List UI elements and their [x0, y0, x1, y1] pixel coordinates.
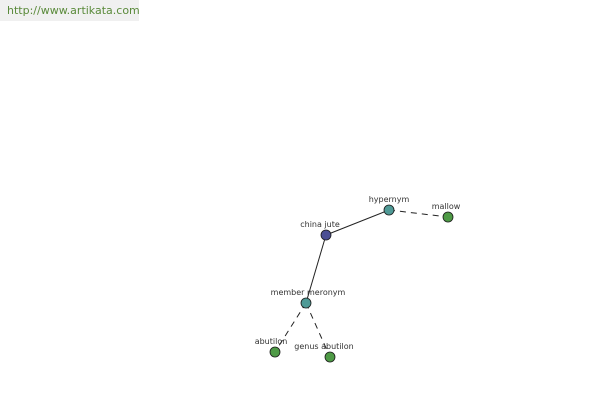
edge-member-meronym-to-abutilon	[274, 302, 307, 353]
node-china-jute[interactable]: china jute	[300, 220, 340, 241]
watermark-url[interactable]: http://www.artikata.com	[0, 0, 140, 21]
node-label-abutilon[interactable]: abutilon	[255, 337, 288, 346]
node-hypernym[interactable]: hypernym	[369, 195, 410, 216]
edge-china-jute-to-hypernym	[325, 209, 390, 236]
node-member-meronym[interactable]: member meronym	[271, 288, 346, 309]
node-dot-hypernym[interactable]	[383, 204, 395, 216]
edge-member-meronym-to-genus-abutilon	[305, 302, 331, 358]
node-abutilon[interactable]: abutilon	[255, 337, 288, 358]
node-dot-genus-abutilon[interactable]	[324, 351, 336, 363]
node-label-mallow[interactable]: mallow	[432, 202, 461, 211]
node-dot-china-jute[interactable]	[320, 229, 332, 241]
node-genus-abutilon[interactable]: genus abutilon	[294, 342, 354, 363]
node-label-china-jute[interactable]: china jute	[300, 220, 340, 229]
node-dot-mallow[interactable]	[442, 211, 454, 223]
node-mallow[interactable]: mallow	[432, 202, 461, 223]
node-label-hypernym[interactable]: hypernym	[369, 195, 410, 204]
node-label-genus-abutilon[interactable]: genus abutilon	[294, 342, 353, 351]
node-dot-member-meronym[interactable]	[300, 297, 312, 309]
edge-china-jute-to-member-meronym	[305, 234, 327, 304]
edge-hypernym-to-mallow	[388, 209, 449, 218]
nodes-layer: china jute hypernym mallow member meronym ab…	[255, 195, 461, 363]
node-label-member-meronym[interactable]: member meronym	[271, 288, 346, 297]
edges-layer	[274, 209, 449, 358]
node-dot-abutilon[interactable]	[269, 346, 281, 358]
